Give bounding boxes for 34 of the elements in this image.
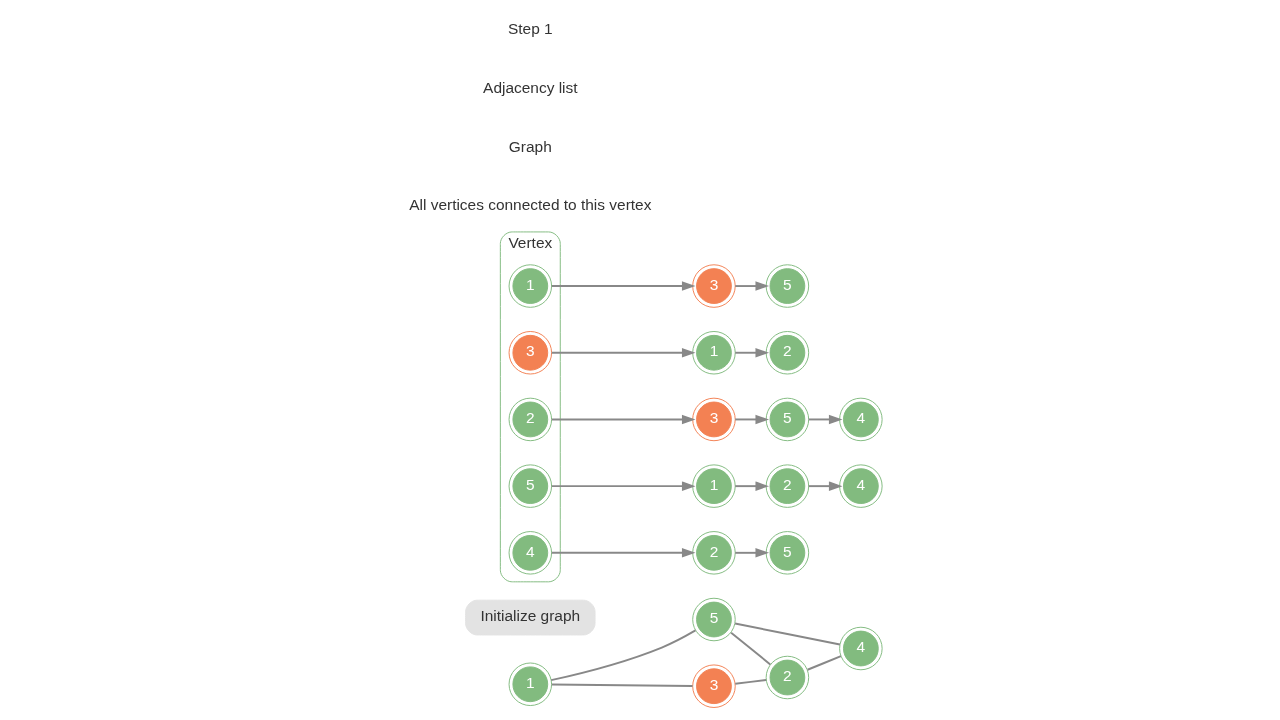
arrow bbox=[807, 414, 842, 425]
connector bbox=[733, 622, 841, 646]
node-circle: 1 bbox=[691, 464, 736, 508]
node-circle: 2 bbox=[765, 655, 809, 700]
node-circle: 4 bbox=[838, 626, 883, 671]
node-circle: 5 bbox=[691, 597, 736, 642]
node-circle: 5 bbox=[765, 264, 809, 308]
label: Adjacency list bbox=[482, 78, 578, 96]
arrow bbox=[807, 481, 842, 491]
connector bbox=[729, 631, 771, 666]
node-box: Initialize graph bbox=[464, 599, 596, 636]
label: Graph bbox=[508, 137, 552, 155]
arrow bbox=[733, 414, 769, 425]
arrow bbox=[550, 281, 695, 291]
node-circle: 3 bbox=[691, 397, 736, 442]
node-circle: 4 bbox=[838, 397, 883, 442]
arrow bbox=[550, 548, 695, 558]
connector bbox=[549, 629, 696, 682]
arrow bbox=[733, 348, 769, 358]
arrow bbox=[550, 348, 695, 358]
node-circle: 2 bbox=[765, 464, 809, 508]
node-circle: 5 bbox=[765, 397, 809, 442]
arrow bbox=[733, 481, 769, 491]
arrow bbox=[550, 481, 695, 491]
connector bbox=[806, 655, 842, 671]
connector bbox=[733, 679, 767, 685]
arrow bbox=[550, 414, 695, 425]
label: All vertices connected to this vertex bbox=[408, 196, 651, 214]
arrow bbox=[733, 548, 769, 558]
node-circle: 3 bbox=[691, 264, 736, 308]
node-circle: 4 bbox=[838, 464, 883, 508]
arrow bbox=[733, 281, 769, 291]
label: Step 1 bbox=[507, 19, 553, 37]
connector bbox=[550, 683, 694, 687]
